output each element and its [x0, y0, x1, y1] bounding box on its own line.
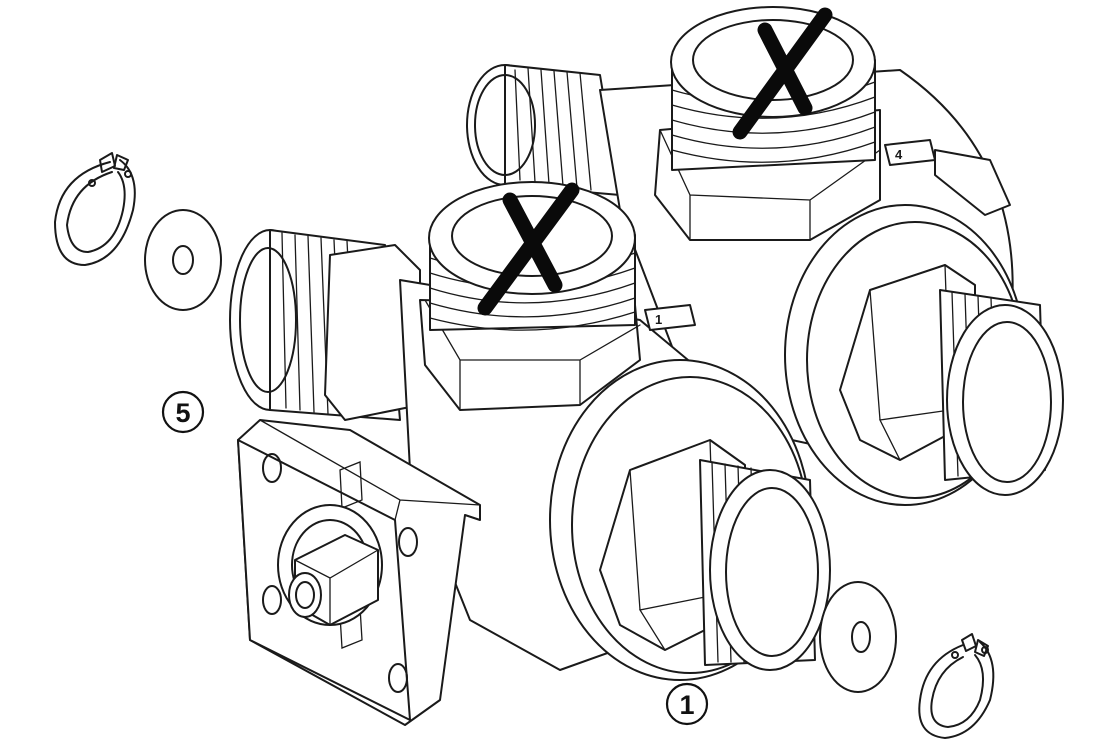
rear-left-threaded-port: [466, 64, 621, 196]
front-port-marking: 1: [644, 304, 696, 331]
front-left-threaded-port: [229, 229, 421, 421]
rear-port-cross-mark: [732, 7, 833, 140]
callout-1: 1: [665, 682, 709, 726]
washer-right: [819, 581, 897, 693]
front-port-cross-mark: [477, 182, 580, 316]
front-valve-body: 1: [229, 181, 831, 681]
mounting-hole-bottom-right: [388, 663, 408, 693]
mounting-hole-top-right: [398, 527, 418, 557]
rear-port-marking: 4: [884, 139, 936, 166]
mounting-hole-bottom-left: [262, 585, 282, 615]
mounting-hole-top-left: [262, 453, 282, 483]
port-mark-1: 1: [655, 312, 662, 327]
front-outlet: [599, 439, 831, 671]
rear-top-threaded-port: [654, 6, 881, 241]
front-top-threaded-port: [419, 181, 641, 411]
circlip-right: [918, 633, 995, 739]
rear-right-outlet: [839, 264, 1064, 496]
callout-5: 5: [161, 390, 205, 434]
port-mark-4: 4: [895, 147, 903, 162]
circlip-left: [54, 152, 136, 266]
stem-threaded-hole: [288, 572, 322, 618]
callout-1-label: 1: [679, 690, 694, 720]
callout-5-label: 5: [175, 398, 190, 428]
valve-stem: [277, 504, 383, 626]
washer-left: [144, 209, 222, 311]
